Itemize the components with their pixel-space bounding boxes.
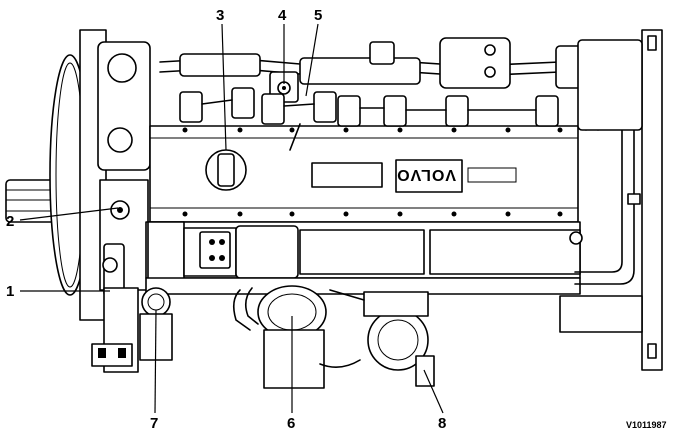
lower-left-components (91, 287, 173, 373)
turbocharger (232, 285, 435, 389)
callout-4: 4 (278, 7, 287, 84)
callout-3-label: 3 (216, 7, 224, 24)
callout-7: 7 (150, 309, 158, 432)
cylinder-head: VOLVO (149, 125, 579, 223)
volvo-brand-plate: VOLVO (396, 166, 456, 183)
engine-block (145, 221, 583, 295)
callout-5-label: 5 (314, 7, 322, 24)
callout-6: 6 (287, 316, 295, 432)
callout-3: 3 (216, 7, 227, 151)
callout-1: 1 (6, 283, 110, 300)
callout-6-label: 6 (287, 415, 295, 432)
figure-reference-code: V1011987 (626, 420, 667, 430)
callout-1-label: 1 (6, 283, 14, 300)
rear-mounting-bracket (559, 29, 663, 371)
callout-5: 5 (305, 7, 322, 97)
callout-2-label: 2 (6, 213, 14, 230)
front-pulley-assembly (5, 29, 151, 321)
callout-4-label: 4 (278, 7, 287, 24)
callout-7-label: 7 (150, 415, 158, 432)
callout-8-label: 8 (438, 415, 446, 432)
callout-8: 8 (423, 369, 446, 432)
callout-2: 2 (6, 207, 119, 230)
